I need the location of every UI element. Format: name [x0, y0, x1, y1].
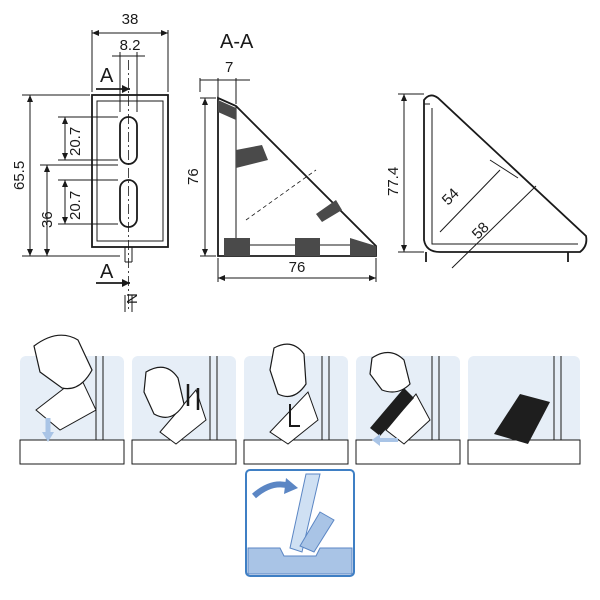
section-rib — [236, 145, 268, 168]
ext-line — [489, 159, 519, 179]
dim-height-label: 76 — [185, 168, 202, 185]
dim-slot-lower-label: 20.7 — [67, 191, 84, 220]
profile-rail — [355, 439, 461, 465]
dim-wall-label: 7 — [225, 59, 233, 76]
dim-nut-label: N — [124, 293, 141, 304]
attach-cover-step — [355, 351, 461, 465]
side-outline — [423, 94, 588, 253]
dim-inner-label: 54 — [439, 185, 463, 209]
hand-icon — [33, 334, 93, 390]
dim-line-outer — [451, 185, 537, 269]
cover-edge — [289, 473, 321, 553]
dim-slot-offset-label: 8.2 — [120, 37, 141, 54]
dim-slot-upper-label: 20.7 — [67, 127, 84, 156]
section-hidden-line — [245, 169, 317, 221]
snap-arrow-head — [284, 478, 298, 494]
section-hatch — [295, 238, 320, 256]
arrowhead — [122, 279, 130, 287]
section-view: A-A 7 76 76 — [185, 31, 377, 282]
assembly-steps — [19, 334, 581, 465]
hand-icon — [143, 366, 185, 418]
section-hatch — [218, 100, 236, 120]
move-arrow-head — [372, 434, 380, 446]
dim-lower-height-label: 36 — [39, 211, 56, 228]
hand-icon — [269, 343, 307, 397]
insert-screws-step — [131, 356, 237, 465]
profile-slot-section — [247, 547, 353, 575]
section-hatch — [350, 238, 376, 256]
cover-clip — [299, 511, 335, 553]
hex-key-icon — [289, 404, 300, 427]
cover-icon — [370, 388, 414, 436]
front-view-inner — [96, 100, 164, 242]
side-view: 77.4 54 58 — [385, 93, 588, 269]
cover-icon — [494, 394, 550, 444]
profile-rail — [467, 439, 581, 465]
arrowhead — [122, 85, 130, 93]
move-arrow-head — [42, 432, 54, 442]
dim-total-height-label: 65.5 — [11, 161, 28, 190]
section-hatch — [224, 238, 250, 256]
dim-width-label: 76 — [289, 259, 306, 276]
dim-height-label: 77.4 — [385, 167, 402, 196]
profile-rail — [131, 439, 237, 465]
side-inner-edge — [431, 108, 578, 245]
profile-rail — [243, 439, 349, 465]
section-title: A-A — [220, 31, 254, 53]
section-rib — [316, 200, 342, 222]
profile-rail — [19, 439, 125, 465]
tighten-screws-step — [243, 343, 349, 465]
dim-outer-label: 58 — [469, 219, 493, 243]
place-bracket-step — [19, 334, 125, 465]
dim-line-inner — [439, 169, 501, 233]
front-view: 38 8.2 A A N 65.5 36 20.7 20.7 — [11, 11, 169, 312]
dim-width-label: 38 — [122, 11, 139, 28]
front-view-outline — [91, 94, 169, 248]
bracket-part — [269, 391, 319, 445]
section-outline — [217, 96, 377, 257]
section-marker-bottom: A — [100, 261, 114, 283]
finished-step — [467, 356, 581, 465]
hand-icon — [369, 351, 411, 393]
snap-detail — [245, 469, 355, 577]
section-marker-top: A — [100, 65, 114, 87]
